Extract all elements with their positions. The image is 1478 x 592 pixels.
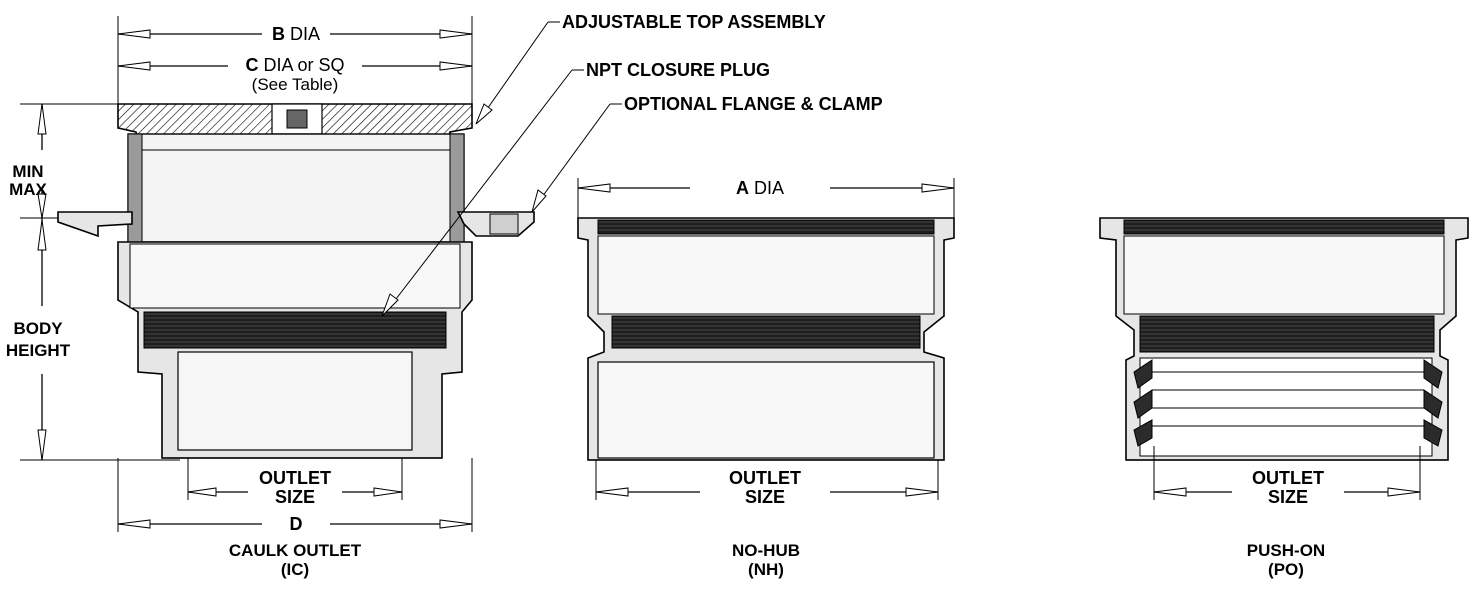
nh-outlet-code: (NH) [748, 560, 784, 579]
po-outlet-size-line1: OUTLET [1252, 468, 1324, 488]
c-see-table-note: (See Table) [252, 75, 339, 94]
b-dia-label: B DIA [272, 24, 320, 44]
min-label: MIN [12, 162, 43, 181]
adjustable-top-assembly-label: ADJUSTABLE TOP ASSEMBLY [562, 12, 826, 32]
npt-closure-plug-label: NPT CLOSURE PLUG [586, 60, 770, 80]
po-outlet-code: (PO) [1268, 560, 1304, 579]
nh-outlet-size-line2: SIZE [745, 487, 785, 507]
body-height-label-line1: BODY [13, 319, 63, 338]
max-label: MAX [9, 180, 47, 199]
ic-outlet-code: (IC) [281, 560, 309, 579]
ic-outlet-name: CAULK OUTLET [229, 541, 362, 560]
d-label: D [290, 514, 303, 534]
ic-outlet-size-line1: OUTLET [259, 468, 331, 488]
body-height-label-line2: HEIGHT [6, 341, 71, 360]
no-hub-drawing [577, 217, 955, 461]
nh-outlet-size-line1: OUTLET [729, 468, 801, 488]
po-outlet-name: PUSH-ON [1247, 541, 1325, 560]
a-dia-label: A DIA [736, 178, 784, 198]
caulk-outlet-drawing [57, 103, 535, 459]
callout-leaders [381, 21, 622, 317]
ic-outlet-size-line2: SIZE [275, 487, 315, 507]
po-outlet-size-line2: SIZE [1268, 487, 1308, 507]
push-on-drawing [1099, 217, 1469, 461]
nh-outlet-name: NO-HUB [732, 541, 800, 560]
dimension-lines [20, 16, 1421, 532]
c-dia-label: C DIA or SQ [245, 55, 344, 75]
push-on-gasket [1133, 359, 1443, 447]
optional-flange-clamp-label: OPTIONAL FLANGE & CLAMP [624, 94, 883, 114]
